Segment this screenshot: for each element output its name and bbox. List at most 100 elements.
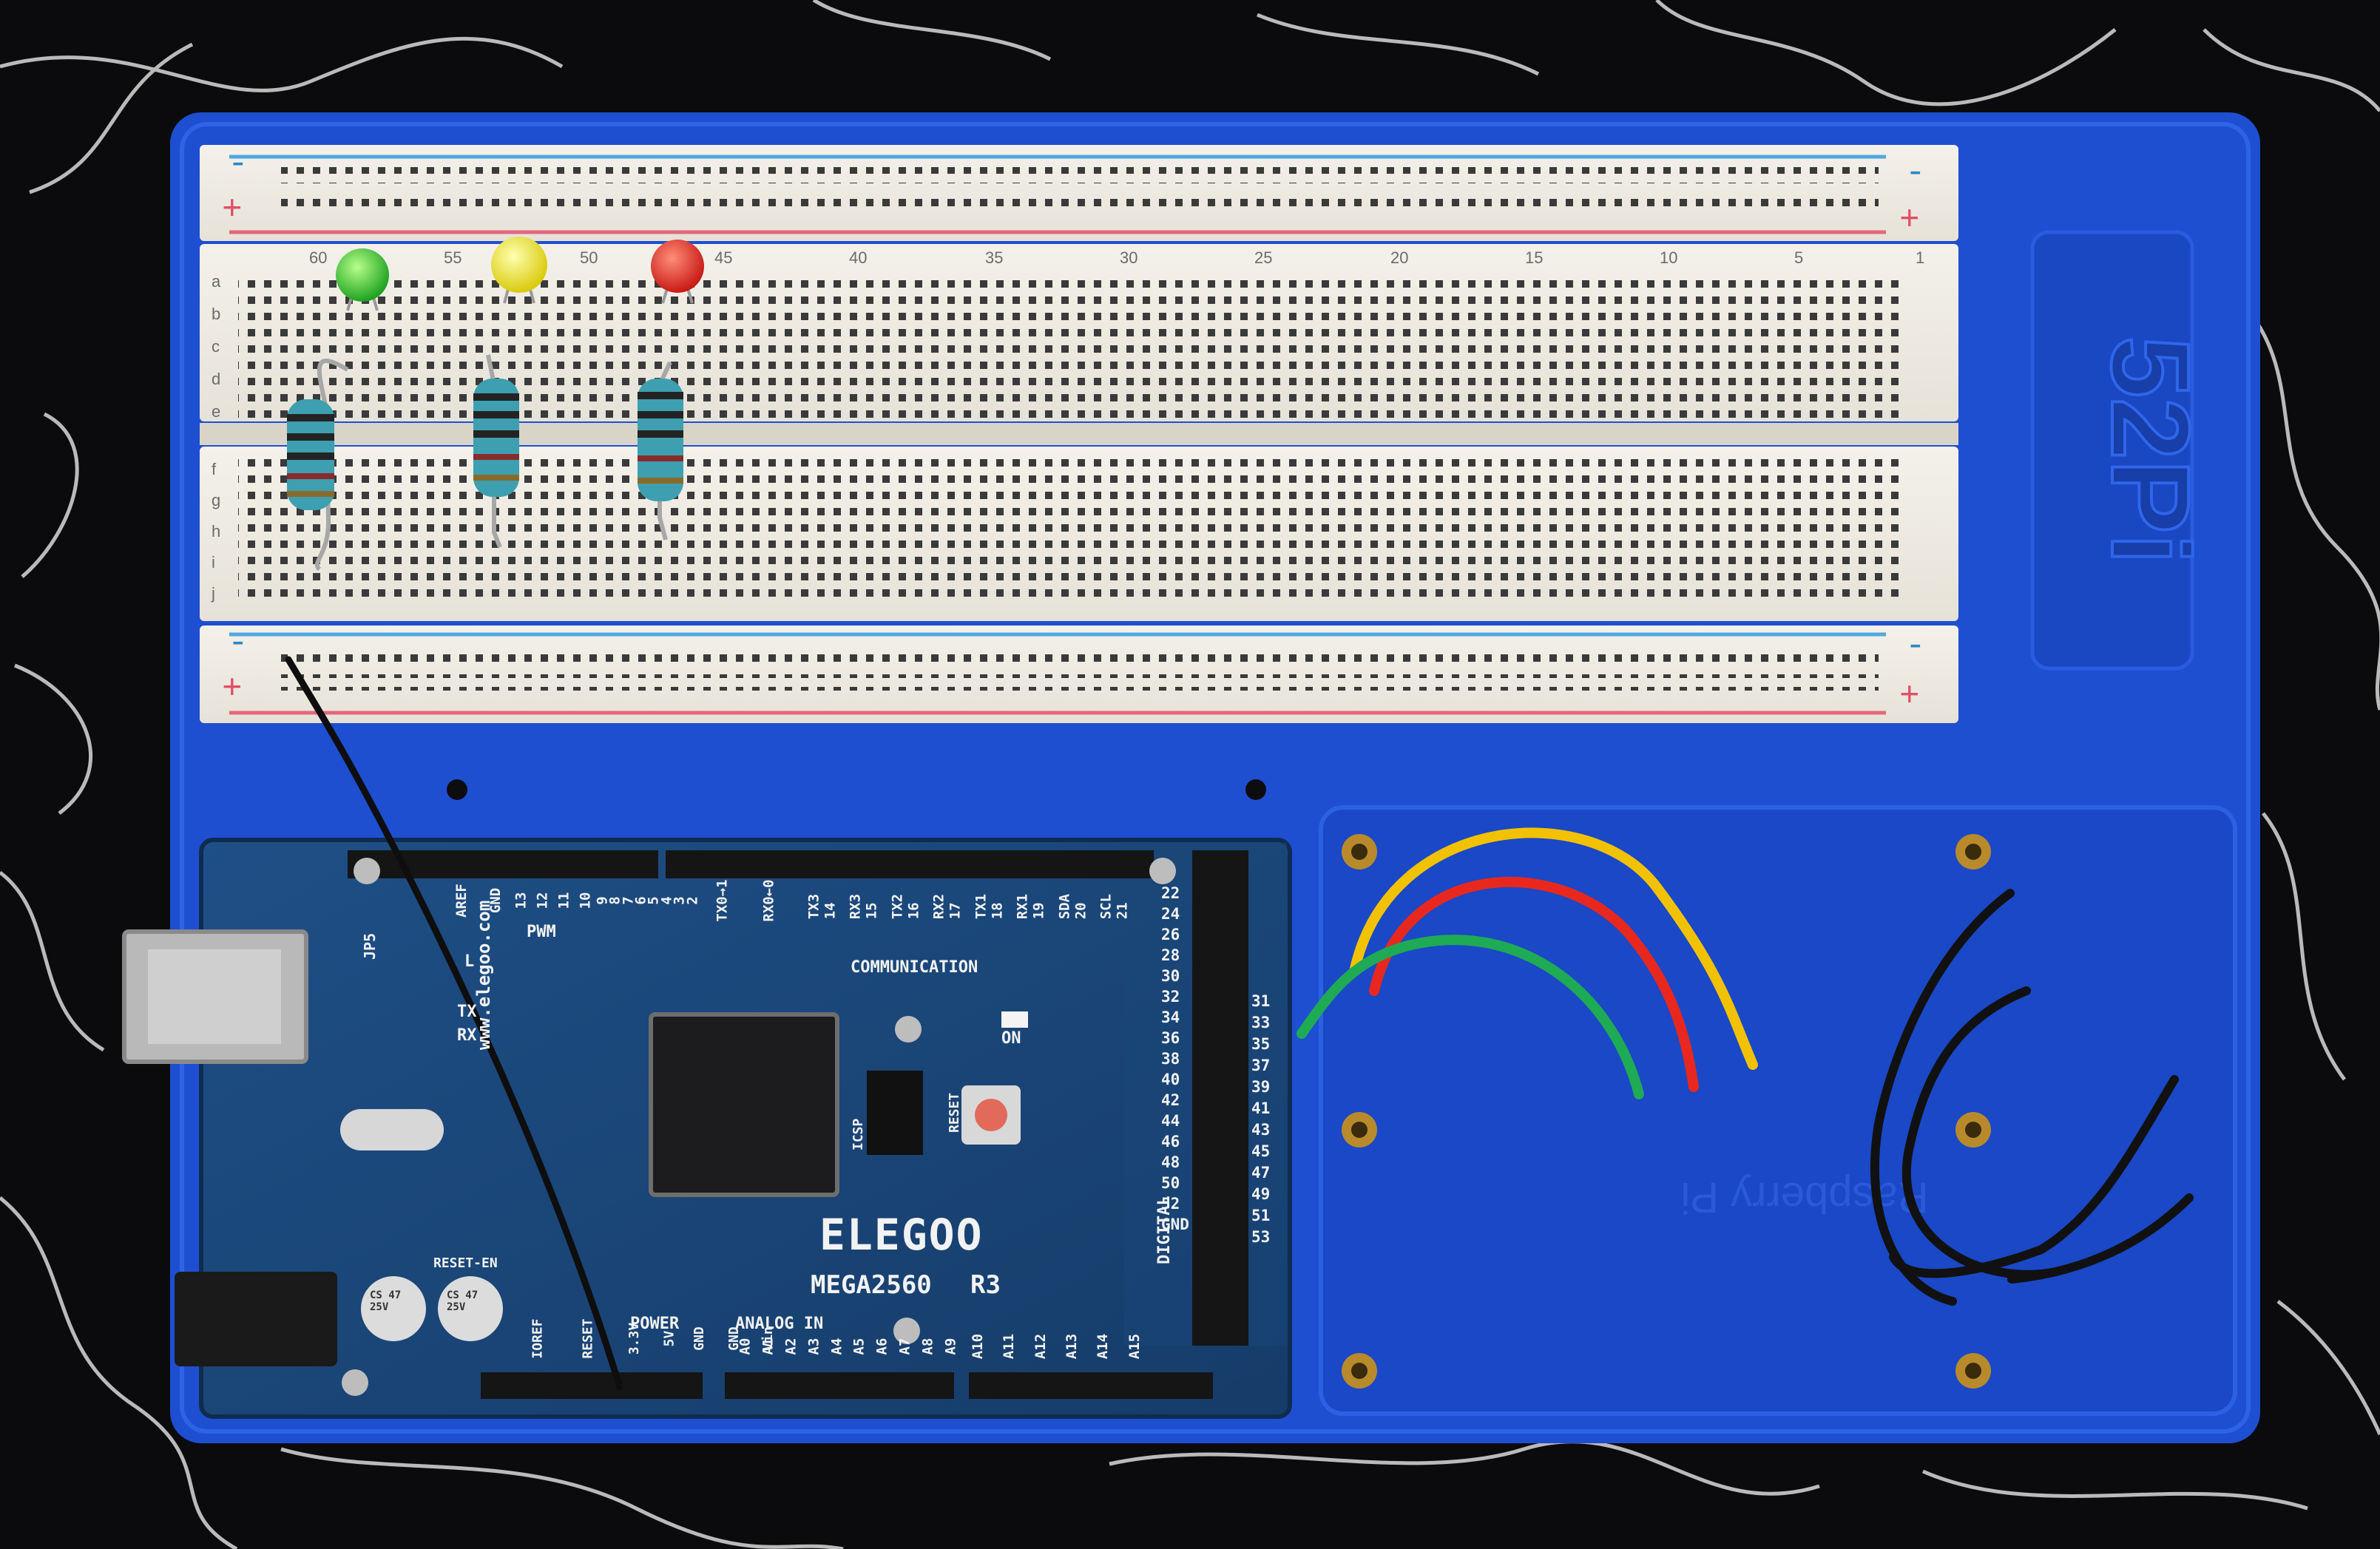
- digital-pin-label: 44: [1161, 1112, 1180, 1130]
- jp5-label: JP5: [361, 932, 379, 960]
- digital-pin-label: 32: [1161, 988, 1180, 1006]
- analog-pin-label: A3: [805, 1338, 822, 1355]
- row-letter-b: b: [212, 305, 221, 323]
- power-pin-label: RESET: [580, 1318, 596, 1359]
- power-jack: [175, 1272, 337, 1366]
- rail-minus-bottom-right: -: [1905, 627, 1926, 665]
- wire-black-arduino: [285, 656, 623, 1391]
- col-num-1: 1: [1916, 248, 1925, 267]
- digital-pin-label: 42: [1161, 1091, 1180, 1109]
- col-num-45: 45: [714, 248, 733, 267]
- rail-minus-bottom-left: -: [228, 624, 249, 662]
- jumper-wires: [285, 656, 2194, 1391]
- digital-pins-odd: 31 33 35 37 39 41 43 45 47 49 51 53: [1251, 992, 1270, 1246]
- header-bottom-analog: [725, 1372, 954, 1399]
- power-pin-label: 3.3V: [626, 1322, 643, 1355]
- analog-pin-label: A9: [942, 1338, 959, 1355]
- pin-label: SCL 21: [1098, 893, 1131, 920]
- row-letter-f: f: [212, 460, 217, 478]
- digital-pin-label: 31: [1251, 992, 1271, 1010]
- row-letter-g: g: [212, 491, 221, 509]
- analog-pin-label: A15: [1126, 1333, 1143, 1360]
- capacitor: [361, 1276, 426, 1341]
- mcu-chip: [649, 1012, 839, 1197]
- analog-pin-label: A5: [851, 1338, 868, 1355]
- digital-pin-label: 33: [1251, 1014, 1271, 1031]
- pin-label: AREF: [453, 884, 470, 918]
- digital-pin-label: 37: [1251, 1057, 1271, 1074]
- top-power-rail: [200, 145, 1958, 241]
- power-pin-label: 5V: [661, 1330, 677, 1347]
- wire-black-3: [1889, 1075, 2179, 1278]
- communication-label: COMMUNICATION: [851, 958, 978, 977]
- header-labels-top: AREF GND 13 12 11 10 9 8 7 6 5 4 3 2 TX0…: [453, 879, 1133, 921]
- digital-pin-label: 49: [1251, 1185, 1271, 1203]
- row-letter-d: d: [212, 370, 221, 388]
- col-num-15: 15: [1525, 248, 1544, 267]
- pi-mirrored-text: Raspberry Pi: [1680, 1173, 1928, 1221]
- board-model: MEGA2560: [811, 1270, 932, 1300]
- digital-pin-label: 22: [1161, 884, 1180, 902]
- wire-black-4: [2007, 1193, 2194, 1284]
- analog-pin-label: A4: [828, 1338, 845, 1355]
- crystal: [340, 1109, 444, 1150]
- pin-label: SDA 20: [1056, 893, 1089, 920]
- wire-yellow: [1350, 827, 1758, 1070]
- analog-pin-label: A11: [1001, 1333, 1018, 1360]
- col-num-50: 50: [580, 248, 598, 267]
- row-letter-h: h: [212, 522, 221, 540]
- icsp-header: [867, 1071, 923, 1155]
- digital-pin-label: 30: [1161, 967, 1180, 985]
- digital-pin-label: 35: [1251, 1035, 1271, 1053]
- tray-logo: 52Pi: [2089, 336, 2213, 565]
- digital-pin-label: 24: [1161, 905, 1180, 923]
- power-pin-label: IOREF: [530, 1318, 546, 1359]
- header-top-right: [666, 850, 1154, 878]
- col-num-10: 10: [1660, 248, 1678, 267]
- rail-plus-top-left: +: [222, 191, 243, 229]
- rail-plus-bottom-right: +: [1899, 677, 1920, 716]
- row-letter-j: j: [212, 584, 215, 603]
- analog-pin-label: A6: [873, 1338, 890, 1355]
- analog-pin-label: A2: [782, 1338, 799, 1355]
- icsp-label: ICSP: [851, 1118, 866, 1150]
- cap-label-1: CS 47 25V: [370, 1289, 402, 1313]
- analog-pin-label: A7: [896, 1338, 913, 1355]
- digital-pin-label: 41: [1251, 1099, 1271, 1117]
- rail-plus-bottom-left: +: [222, 670, 243, 708]
- col-num-35: 35: [985, 248, 1004, 267]
- digital-pin-label: 51: [1251, 1207, 1271, 1224]
- digital-pin-label: 47: [1251, 1164, 1271, 1182]
- digital-pin-label: 45: [1251, 1142, 1271, 1160]
- pwm-label: PWM: [527, 923, 556, 941]
- digital-pin-label: 28: [1161, 946, 1180, 964]
- digital-pin-label: 38: [1161, 1050, 1180, 1068]
- wire-green: [1297, 935, 1644, 1099]
- digital-pin-label: GND: [1161, 1216, 1189, 1233]
- digital-pin-label: 36: [1161, 1029, 1180, 1047]
- analog-label: ANALOG IN: [735, 1315, 824, 1333]
- col-num-30: 30: [1120, 248, 1138, 267]
- analog-pin-labels: A0 A1 A2 A3 A4 A5 A6 A7 A8 A9 A10 A11 A1…: [737, 1334, 1147, 1359]
- tx-label: TX: [457, 1003, 477, 1021]
- pin-label: RX3 15: [847, 893, 880, 920]
- pin-label: RX0←0: [761, 879, 778, 922]
- logo-plate: [2030, 230, 2194, 671]
- rail-minus-top-left: -: [228, 145, 249, 183]
- header-bottom-power: [481, 1372, 703, 1399]
- digital-pin-label: 53: [1251, 1228, 1271, 1246]
- pin-label: TX1 18: [973, 893, 1006, 920]
- analog-pin-label: A12: [1032, 1333, 1049, 1360]
- col-num-20: 20: [1390, 248, 1409, 267]
- digital-pin-label: 39: [1251, 1078, 1271, 1096]
- rx-label: RX: [457, 1026, 477, 1045]
- board-revision: R3: [970, 1270, 1001, 1300]
- row-letter-e: e: [212, 402, 221, 421]
- col-num-55: 55: [444, 248, 462, 267]
- pin-label: TX2 16: [889, 893, 922, 920]
- resistor-2: [473, 354, 519, 549]
- tray-hole: [447, 779, 467, 800]
- analog-pin-label: A10: [970, 1333, 987, 1360]
- row-letter-a: a: [212, 272, 221, 291]
